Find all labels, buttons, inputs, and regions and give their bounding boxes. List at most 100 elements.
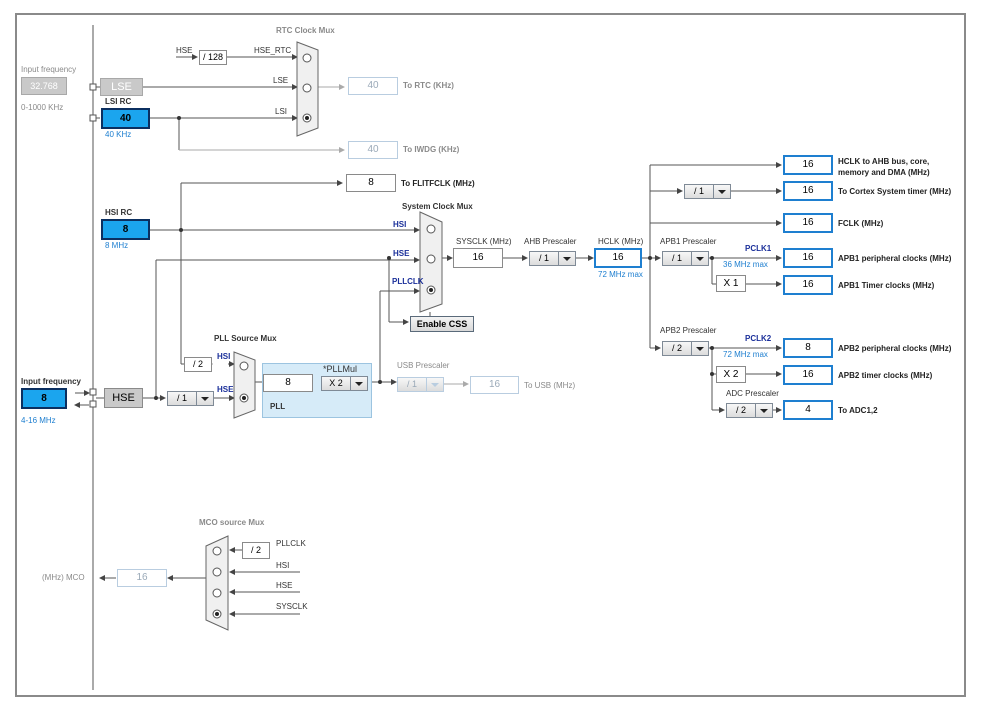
chevron-down-icon	[350, 377, 367, 390]
lsi-rc-frequency: 40 KHz	[105, 130, 132, 139]
hse-input-range: 4-16 MHz	[21, 416, 56, 425]
fclk-output-label: FCLK (MHz)	[838, 219, 884, 228]
sysclk-label: SYSCLK (MHz)	[456, 237, 512, 246]
apb1-prescaler-label: APB1 Prescaler	[660, 237, 717, 246]
lse-input-frequency-field[interactable]: 32.768	[21, 77, 67, 95]
apb2-peripheral-output-label: APB2 peripheral clocks (MHz)	[838, 344, 952, 353]
hsi-rc-label: HSI RC	[105, 208, 133, 217]
fclk-output-value[interactable]: 16	[783, 213, 833, 233]
adc-prescaler-value: / 2	[735, 405, 746, 415]
lse-input-range: 0-1000 KHz	[21, 103, 64, 112]
pll-mul-dropdown[interactable]: X 2	[321, 376, 368, 391]
hclk-label: HCLK (MHz)	[598, 237, 644, 246]
pclk1-label: PCLK1	[745, 244, 772, 253]
lsi-rc-value[interactable]: 40	[101, 108, 150, 129]
hclk-ahb-output-label: HCLK to AHB bus, core, memory and DMA (M…	[838, 157, 930, 177]
cortex-timer-prescaler-dropdown[interactable]: / 1	[684, 184, 731, 199]
adc-prescaler-label: ADC Prescaler	[726, 389, 779, 398]
usb-output-label: To USB (MHz)	[524, 381, 576, 390]
sysclk-value: 16	[453, 248, 503, 268]
chevron-down-icon	[558, 252, 575, 265]
hse-prediv-dropdown[interactable]: / 1	[167, 391, 214, 406]
rtc-lsi-label: LSI	[275, 107, 288, 116]
sysmux-pllclk-label: PLLCLK	[392, 277, 424, 286]
rtc-output-label: To RTC (KHz)	[403, 81, 454, 90]
apb2-prescaler-value: / 2	[671, 343, 682, 353]
sysmux-hse-label: HSE	[393, 249, 410, 258]
pclk2-label: PCLK2	[745, 334, 772, 343]
apb1-prescaler-dropdown[interactable]: / 1	[662, 251, 709, 266]
pll-mul-label: *PLLMul	[323, 364, 358, 374]
pll-input-value: 8	[263, 374, 313, 392]
mco-source-mux-label: MCO source Mux	[199, 518, 265, 527]
mco-output-label: (MHz) MCO	[42, 573, 85, 582]
mco-output-value: 16	[117, 569, 167, 587]
pll-mux-hse-label: HSE	[217, 385, 234, 394]
apb2-timer-output-value[interactable]: 16	[783, 365, 833, 385]
hse-rtc-label: HSE_RTC	[254, 46, 292, 55]
cortex-timer-prescaler-value: / 1	[693, 186, 704, 196]
enable-css-button[interactable]: Enable CSS	[410, 316, 474, 332]
ahb-prescaler-value: / 1	[538, 253, 549, 263]
mco-pllclk-label: PLLCLK	[276, 539, 306, 548]
rtc-hse-label: HSE	[176, 46, 193, 55]
ahb-prescaler-dropdown[interactable]: / 1	[529, 251, 576, 266]
hse-prediv-value: / 1	[176, 393, 187, 403]
hclk-value[interactable]: 16	[594, 248, 642, 268]
apb1-peripheral-output-value[interactable]: 16	[783, 248, 833, 268]
chevron-down-icon	[196, 392, 213, 405]
pll-source-mux-shape	[233, 351, 256, 419]
hsi-pll-divider: / 2	[184, 357, 212, 372]
rtc-lse-label: LSE	[273, 76, 289, 85]
cortex-timer-output-value[interactable]: 16	[783, 181, 833, 201]
lse-oscillator-block: LSE	[100, 78, 143, 96]
apb2-peripheral-output-value[interactable]: 8	[783, 338, 833, 358]
mco-source-mux-shape	[205, 535, 229, 631]
chevron-down-icon	[691, 342, 708, 355]
apb1-peripheral-output-label: APB1 peripheral clocks (MHz)	[838, 254, 952, 263]
apb1-timer-multiplier: X 1	[716, 275, 746, 292]
apb2-prescaler-label: APB2 Prescaler	[660, 326, 717, 335]
chevron-down-icon	[691, 252, 708, 265]
hsi-rc-value[interactable]: 8	[101, 219, 150, 240]
system-clock-mux-label: System Clock Mux	[402, 202, 473, 211]
iwdg-output-label: To IWDG (KHz)	[403, 145, 460, 154]
hse-input-frequency-field[interactable]: 8	[21, 388, 67, 409]
chevron-down-icon	[713, 185, 730, 198]
adc-prescaler-dropdown[interactable]: / 2	[726, 403, 773, 418]
apb1-timer-output-value[interactable]: 16	[783, 275, 833, 295]
adc-output-value[interactable]: 4	[783, 400, 833, 420]
pclk1-max: 36 MHz max	[723, 260, 768, 269]
hclk-ahb-output-value[interactable]: 16	[783, 155, 833, 175]
mco-sysclk-label: SYSCLK	[276, 602, 308, 611]
usb-output-value: 16	[470, 376, 519, 394]
rtc-output-value: 40	[348, 77, 398, 95]
pll-label: PLL	[270, 402, 286, 411]
hse-rtc-divider[interactable]: / 128	[199, 50, 227, 65]
hsi-rc-frequency: 8 MHz	[105, 241, 129, 250]
pll-mul-value: X 2	[329, 378, 343, 388]
rtc-clock-mux-label: RTC Clock Mux	[276, 26, 335, 35]
mco-hsi-label: HSI	[276, 561, 290, 570]
usb-prescaler-dropdown[interactable]: / 1	[397, 377, 444, 392]
hse-oscillator-block: HSE	[104, 388, 143, 408]
chevron-down-icon	[426, 378, 443, 391]
usb-prescaler-label: USB Prescaler	[397, 361, 450, 370]
apb2-prescaler-dropdown[interactable]: / 2	[662, 341, 709, 356]
hclk-max: 72 MHz max	[598, 270, 643, 279]
pll-mux-hsi-label: HSI	[217, 352, 231, 361]
flitfclk-output-value: 8	[346, 174, 396, 192]
chevron-down-icon	[755, 404, 772, 417]
flitfclk-output-label: To FLITFCLK (MHz)	[401, 179, 475, 188]
pll-source-mux-label: PLL Source Mux	[214, 334, 277, 343]
apb2-timer-output-label: APB2 timer clocks (MHz)	[838, 371, 933, 380]
apb1-prescaler-value: / 1	[671, 253, 682, 263]
apb1-timer-output-label: APB1 Timer clocks (MHz)	[838, 281, 935, 290]
lsi-rc-label: LSI RC	[105, 97, 132, 106]
ahb-prescaler-label: AHB Prescaler	[524, 237, 577, 246]
lse-input-frequency-label: Input frequency	[21, 65, 77, 74]
apb2-timer-multiplier: X 2	[716, 366, 746, 383]
adc-output-label: To ADC1,2	[838, 406, 878, 415]
